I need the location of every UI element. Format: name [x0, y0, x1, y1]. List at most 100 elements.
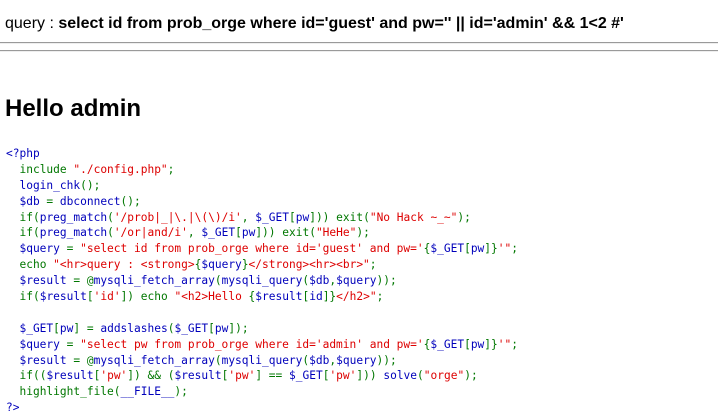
source-token: $query	[336, 274, 377, 288]
source-token: '"	[497, 242, 512, 256]
source-token: $_GET	[6, 321, 54, 335]
source-token: ();	[80, 178, 101, 192]
source-token: "HeHe"	[315, 226, 357, 240]
source-token: ]}	[484, 337, 498, 351]
source-token: =	[46, 194, 60, 208]
source-token: $result	[255, 290, 303, 304]
source-token: ));	[376, 353, 397, 367]
source-token: mysqli_fetch_array	[93, 353, 215, 367]
source-token: [	[302, 290, 310, 304]
source-token: ();	[120, 194, 141, 208]
source-token: ,	[329, 274, 337, 288]
source-token: "orge"	[423, 369, 465, 383]
source-token: [	[235, 226, 242, 240]
source-token: $_GET	[201, 226, 236, 240]
source-token: ,	[241, 210, 256, 224]
source-token: 'id'	[93, 290, 121, 304]
source-token: );	[464, 369, 478, 383]
source-token: ;	[376, 290, 384, 304]
query-text: select id from prob_orge where id='guest…	[58, 15, 624, 32]
source-token: [	[86, 290, 94, 304]
source-token: {	[423, 337, 431, 351]
source-line: if(preg_match('/or|and/i', $_GET[pw])) e…	[6, 225, 518, 241]
source-line: $_GET[pw] = addslashes($_GET[pw]);	[6, 321, 518, 337]
source-token: [	[322, 369, 330, 383]
source-token: </strong><hr><br>"	[248, 258, 370, 272]
source-line: login_chk();	[6, 178, 518, 194]
source-line: ?>	[6, 400, 518, 416]
source-line: highlight_file(__FILE__);	[6, 384, 518, 400]
source-token: ] =	[73, 321, 101, 335]
source-token: ]}	[484, 242, 498, 256]
source-token: pw	[214, 321, 229, 335]
source-token: = @	[73, 353, 94, 367]
source-token: }	[241, 258, 249, 272]
source-line: if(preg_match('/prob|_|\.|\(\)/i', $_GET…	[6, 210, 518, 226]
source-token: [	[53, 321, 60, 335]
source-token: '/or|and/i'	[113, 226, 188, 240]
source-token: "select pw from prob_orge where id='admi…	[80, 337, 424, 351]
source-token: [	[464, 242, 471, 256]
hello-heading: Hello admin	[5, 95, 142, 122]
source-token: highlight_file(	[19, 385, 121, 399]
source-token: pw	[59, 321, 74, 335]
source-token: {	[248, 290, 256, 304]
source-token	[6, 290, 19, 303]
source-token	[6, 369, 19, 382]
source-token: ])) exit(	[255, 226, 316, 240]
source-token: ]}	[322, 290, 337, 304]
source-line: $query = "select pw from prob_orge where…	[6, 337, 518, 353]
source-token: (	[302, 353, 310, 367]
query-prefix: query :	[5, 15, 59, 32]
source-token: $db	[309, 353, 330, 367]
source-token: mysqli_query	[221, 274, 303, 288]
source-token: echo	[19, 258, 54, 272]
source-token: [	[221, 369, 229, 383]
source-token	[6, 258, 19, 271]
source-token: 'pw'	[228, 369, 256, 383]
source-token: $query	[336, 353, 377, 367]
source-token: (	[417, 369, 424, 383]
source-token: ?>	[6, 401, 20, 415]
source-token: 'pw'	[100, 369, 128, 383]
source-token: (	[107, 210, 114, 224]
source-token: [	[464, 337, 471, 351]
source-token: {	[423, 242, 431, 256]
source-line: $result = @mysqli_fetch_array(mysqli_que…	[6, 273, 518, 289]
source-token: if(	[19, 290, 40, 304]
source-token: 'pw'	[329, 369, 357, 383]
source-token: preg_match	[39, 226, 108, 240]
source-token: '/prob|_|\.|\(\)/i'	[113, 210, 242, 224]
source-token: preg_match	[39, 210, 108, 224]
source-token: "<h2>Hello	[174, 290, 249, 304]
source-token: </h2>"	[336, 290, 377, 304]
source-token: $query	[6, 242, 67, 256]
source-token: ]))	[356, 369, 384, 383]
source-token: addslashes	[100, 321, 168, 335]
source-token	[6, 163, 19, 176]
source-token: login_chk	[6, 178, 81, 192]
source-token: <?php	[6, 147, 40, 160]
source-token: {	[194, 258, 202, 272]
source-token: $result	[46, 369, 94, 383]
source-token: $_GET	[430, 337, 465, 351]
source-token	[6, 226, 19, 239]
source-token: pw	[470, 242, 485, 256]
source-token: ]) echo	[120, 290, 175, 304]
source-token: $result	[6, 274, 74, 288]
source-token: [	[208, 321, 215, 335]
query-output: query : select id from prob_orge where i…	[5, 13, 624, 35]
source-token: mysqli_fetch_array	[93, 274, 215, 288]
source-token: "No Hack ~_~"	[369, 210, 458, 224]
source-token: ;	[369, 258, 377, 272]
source-token: ,	[187, 226, 202, 240]
source-token: pw	[470, 337, 485, 351]
source-token: [	[93, 369, 101, 383]
horizontal-rule-bottom	[0, 50, 718, 52]
source-token: );	[174, 385, 188, 399]
source-token: "./config.php"	[73, 162, 168, 176]
source-token: (	[214, 353, 222, 367]
source-token: ;	[511, 337, 519, 351]
source-line: include "./config.php";	[6, 162, 518, 178]
source-token: dbconnect	[59, 194, 121, 208]
